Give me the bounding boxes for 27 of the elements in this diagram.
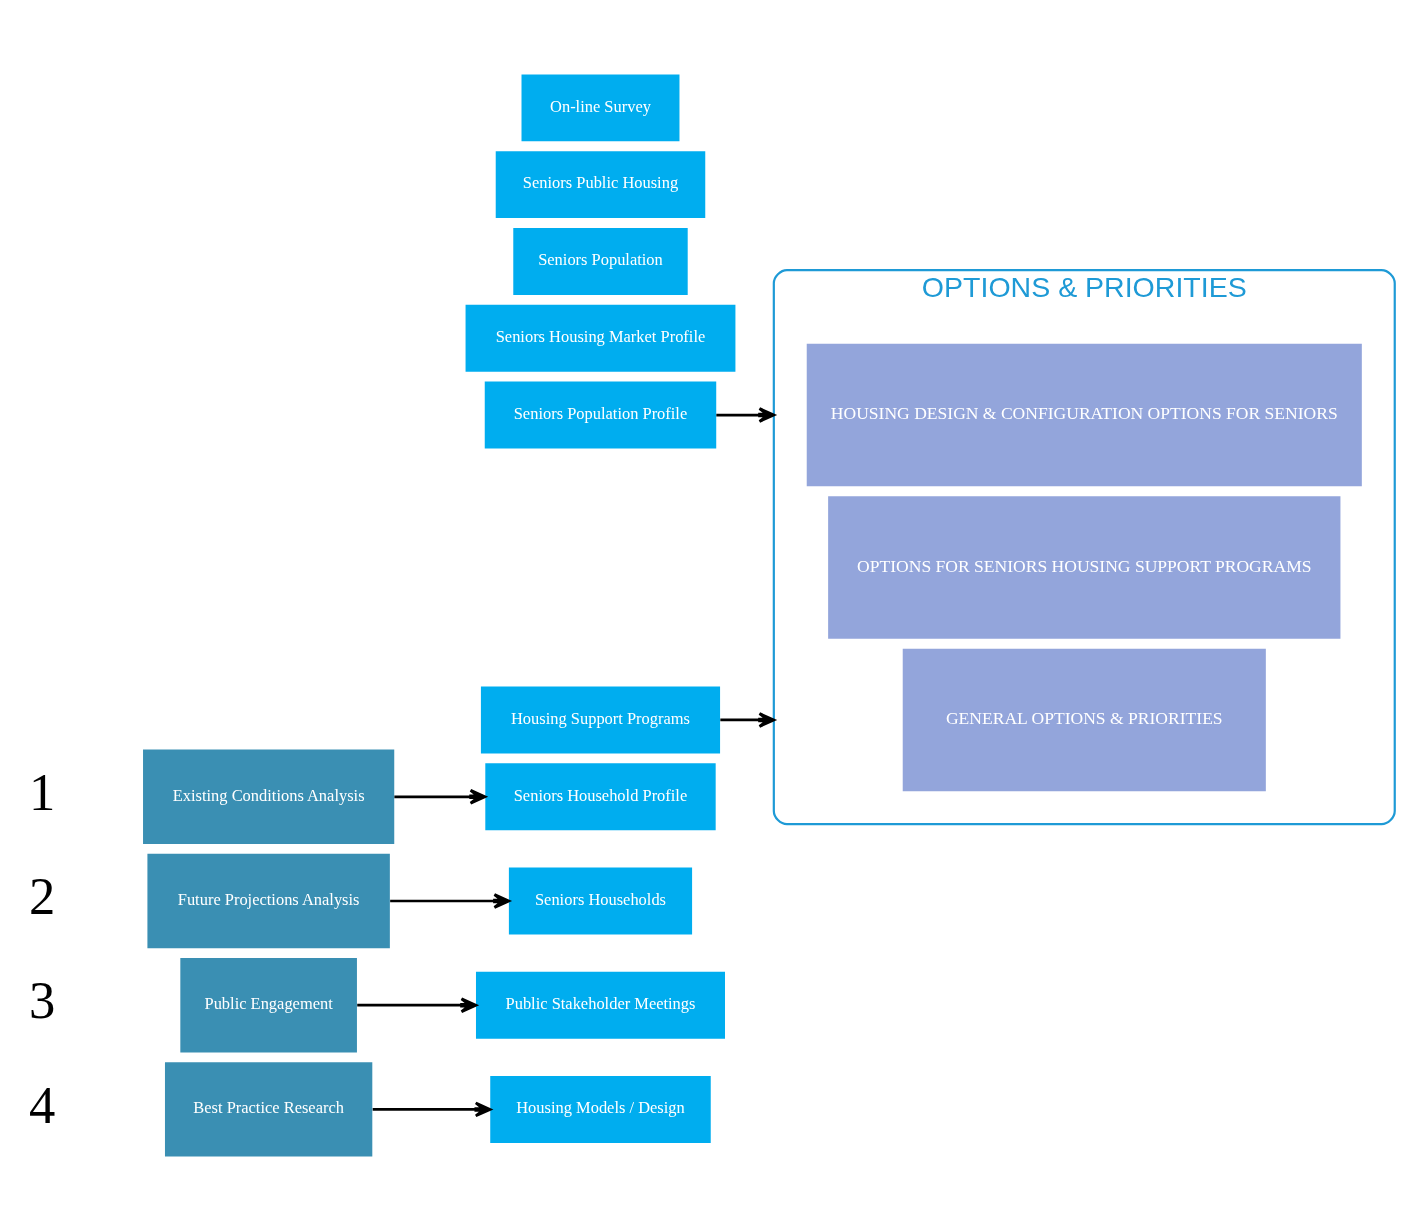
node-box: Public Stakeholder Meetings <box>476 971 725 1039</box>
node-box: Seniors Housing Market Profile <box>465 304 736 372</box>
label: 2 <box>28 867 56 926</box>
node-box: Seniors Population Profile <box>484 381 717 449</box>
label: 4 <box>28 1075 56 1134</box>
node-box: Public Engagement <box>180 958 357 1053</box>
arrow <box>390 893 511 909</box>
node-box: Seniors Household Profile <box>485 763 716 831</box>
arrow <box>720 712 776 728</box>
arrow <box>394 789 487 805</box>
node-box: On-line Survey <box>521 74 680 142</box>
node-box: Seniors Population <box>513 227 688 295</box>
node-box: Existing Conditions Analysis <box>143 749 395 844</box>
label: 3 <box>28 971 56 1030</box>
label: 1 <box>28 762 56 821</box>
node-box: Best Practice Research <box>164 1062 373 1157</box>
node-box: GENERAL OPTIONS & PRIORITIES <box>902 648 1266 792</box>
node-box: Housing Support Programs <box>480 686 721 754</box>
node-box: OPTIONS FOR SENIORS HOUSING SUPPORT PROGRAMS <box>828 496 1341 639</box>
node-box: HOUSING DESIGN & CONFIGURATION OPTIONS FOR SENIORS <box>806 343 1362 487</box>
arrow <box>716 407 776 423</box>
arrow <box>357 997 478 1013</box>
node-box: Seniors Public Housing <box>495 151 706 219</box>
node-box: Housing Models / Design <box>490 1076 711 1143</box>
node-box: Seniors Households <box>508 867 693 935</box>
arrow <box>372 1101 492 1118</box>
node-box: Future Projections Analysis <box>147 853 390 949</box>
